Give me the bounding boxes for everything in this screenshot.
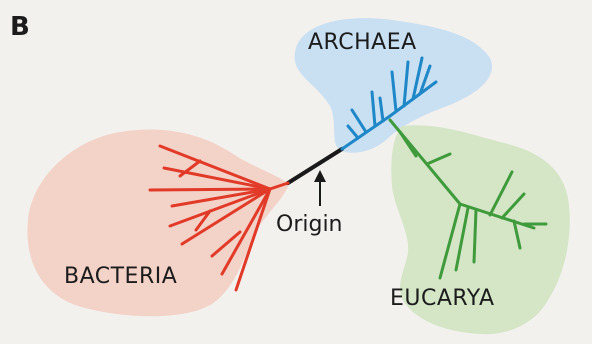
archaea-label: ARCHAEA <box>308 32 417 54</box>
bacteria-label: BACTERIA <box>64 266 177 288</box>
origin-label: Origin <box>276 214 343 236</box>
panel-label: B <box>10 14 30 40</box>
origin-arrow <box>314 170 326 206</box>
origin-stem <box>288 149 342 183</box>
eucarya-label: EUCARYA <box>390 288 495 310</box>
